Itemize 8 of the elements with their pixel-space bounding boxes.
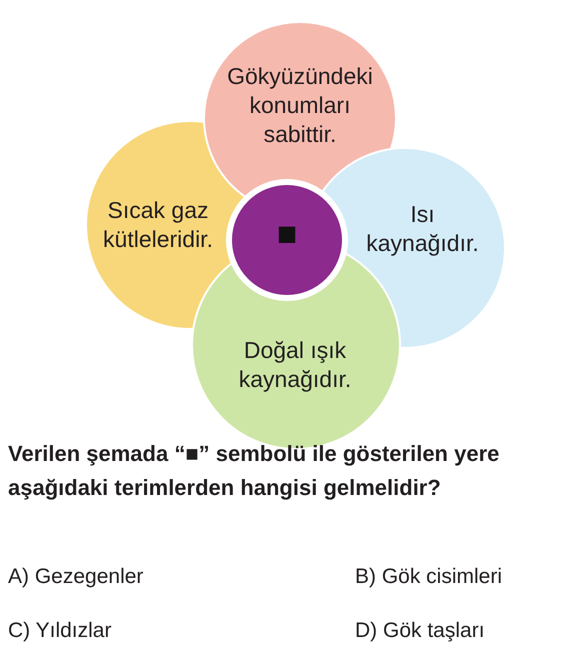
concept-text: Doğal ışık kaynağıdır. xyxy=(220,336,370,394)
concept-text: Isı kaynağıdır. xyxy=(360,200,485,258)
concept-text: Sıcak gaz kütleleridir. xyxy=(88,196,228,254)
answer-option: A) Gezegenler xyxy=(8,565,144,589)
answer-option: D) Gök taşları xyxy=(355,619,485,643)
answer-option: C) Yıldızlar xyxy=(8,619,112,643)
question-text: Verilen şemada “■” sembolü ile gösterilen yere aşağıdaki terimlerden hangisi gelmelidir? xyxy=(8,440,500,502)
answer-option: B) Gök cisimleri xyxy=(355,565,502,589)
